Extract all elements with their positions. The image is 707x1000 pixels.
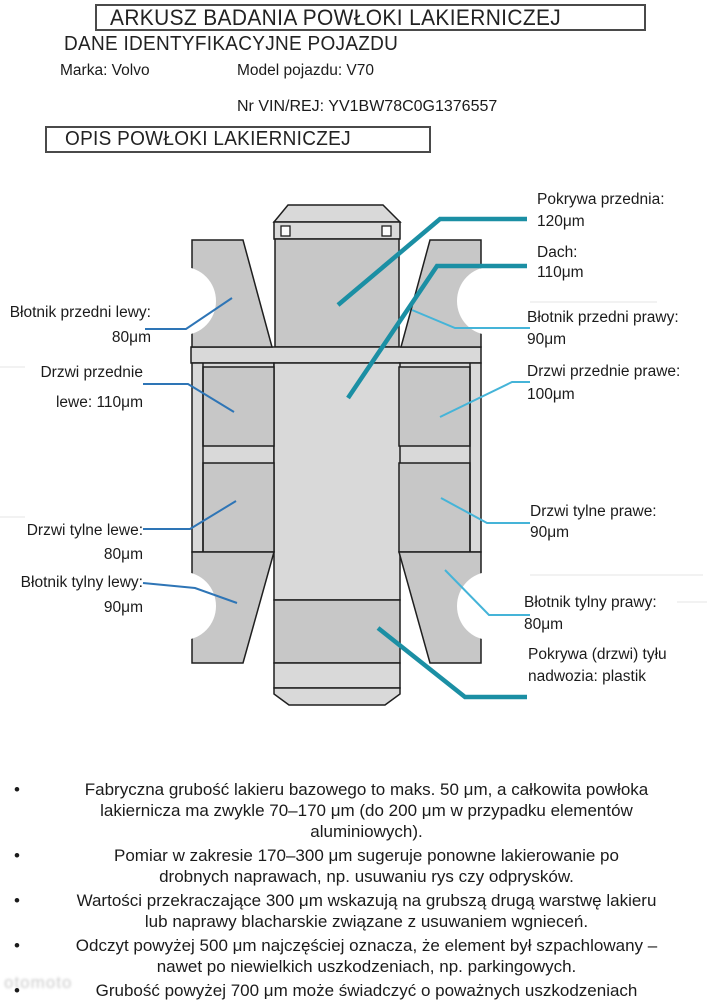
label-front-door-right-name: Drzwi przednie prawe: [527,363,681,380]
label-rear-fender-left: Błotnik tylny lewy: 90μm [21,573,143,617]
rear-strip [273,662,401,689]
callout-line-rear-door-right [440,497,530,524]
front-door-right-panel [398,366,471,447]
label-roof-name: Dach: [537,244,578,261]
callout-line-rear-fender-left [142,582,238,604]
label-front-fender-right: Błotnik przedni prawy: 90μm [527,308,679,349]
label-tailgate-name: Pokrywa (drzwi) tyłu [528,646,667,663]
bullet-icon: • [14,846,20,865]
label-rear-fender-right-value: 80μm [524,616,564,633]
wheel-arch-rear-right [457,572,523,640]
label-rear-door-left: Drzwi tylne lewe: 80μm [27,521,143,564]
callout-line-rear-door-left [143,500,237,530]
windshield-band [190,346,482,364]
label-rear-door-right: Drzwi tylne prawe: 90μm [530,502,657,542]
bullet-icon: • [14,936,20,955]
label-rear-fender-left-name: Błotnik tylny lewy: [20,574,143,591]
label-front-door-left-name: Drzwi przednie [40,364,143,381]
page-title: ARKUSZ BADANIA POWŁOKI LAKIERNICZEJ [110,4,562,30]
note-item: • Grubość powyżej 700 μm może świadczyć … [14,980,707,1000]
label-front-fender-left-name: Błotnik przedni lewy: [9,304,151,321]
vehicle-vin: Nr VIN/REJ: YV1BW78C0G1376557 [237,98,498,115]
wheel-arch-front-left [150,267,216,335]
label-rear-door-right-name: Drzwi tylne prawe: [530,503,657,520]
label-rear-fender-right: Błotnik tylny prawy: 80μm [524,593,657,634]
rear-bumper-panel [273,687,401,706]
note-line: drobnych naprawach, np. usuwaniu rys czy… [159,867,574,886]
label-tailgate: Pokrywa (drzwi) tyłu nadwozia: plastik [528,645,667,686]
rear-door-left-panel [202,462,275,553]
vehicle-make: Marka: Volvo [60,62,150,79]
callout-line-roof [346,263,527,400]
note-line: aluminiowych). [310,822,423,841]
label-rear-fender-right-name: Błotnik tylny prawy: [524,594,657,611]
roof-panel [273,362,401,601]
hood-panel [274,238,400,348]
label-rear-door-right-value: 90μm [530,524,570,541]
label-front-door-right: Drzwi przednie prawe: 100μm [527,362,680,404]
note-line: lub naprawy blacharskie związane z usuwa… [144,912,589,931]
label-tailgate-value: nadwozia: plastik [528,668,647,685]
callout-line-front-door-left [143,383,235,413]
label-front-door-right-value: 100μm [527,386,575,403]
label-hood-value: 120μm [537,213,585,230]
bullet-icon: • [14,891,20,910]
title-box: ARKUSZ BADANIA POWŁOKI LAKIERNICZEJ [95,4,646,31]
wheel-arch-rear-left [150,572,216,640]
vehicle-model: Model pojazdu: V70 [237,62,375,79]
note-line: Wartości przekraczające 300 μm wskazują … [76,891,657,910]
label-front-door-left: Drzwi przednie lewe: 110μm [40,363,143,412]
label-front-fender-right-name: Błotnik przedni prawy: [527,309,679,326]
callout-line-hood [336,216,527,307]
front-door-left-panel [202,366,275,447]
wheel-arch-front-right [457,267,523,335]
note-item: • Odczyt powyżej 500 μm najczęściej ozna… [14,935,707,977]
label-rear-door-left-value: 80μm [103,546,143,563]
note-line: nawet po niewielkich uszkodzeniach, np. … [156,957,577,976]
washer-nozzle-right-icon [381,225,392,237]
vehicle-data-section-title: DANE IDENTYFIKACYJNE POJAZDU [64,33,399,55]
callout-line-front-fender-left [145,297,233,330]
label-roof-value: 110μm [537,264,584,281]
note-line: Fabryczna grubość lakieru bazowego to ma… [84,780,649,799]
label-front-fender-right-value: 90μm [527,331,567,348]
note-line: Grubość powyżej 700 μm może świadczyć o … [95,981,638,1000]
label-rear-fender-left-value: 90μm [103,599,143,616]
callout-line-front-door-right [439,381,530,418]
coating-section-title: OPIS POWŁOKI LAKIERNICZEJ [65,128,351,150]
label-rear-door-left-name: Drzwi tylne lewe: [26,522,143,539]
note-line: Pomiar w zakresie 170–300 μm sugeruje po… [114,846,619,865]
note-item: • Wartości przekraczające 300 μm wskazuj… [14,890,707,932]
cowl-strip [273,221,401,240]
label-hood-name: Pokrywa przednia: [537,191,665,208]
note-line: lakiernicza ma zwykle 70–170 μm (do 200 … [100,801,633,820]
callout-line-rear-fender-right [444,569,530,616]
note-line: Odczyt powyżej 500 μm najczęściej oznacz… [75,936,658,955]
note-item: • Pomiar w zakresie 170–300 μm sugeruje … [14,845,707,887]
bullet-icon: • [14,981,20,1000]
watermark: otomoto [4,973,73,992]
notes-list: • Fabryczna grubość lakieru bazowego to … [0,779,707,1000]
bullet-icon: • [14,780,20,799]
label-front-fender-left: Błotnik przedni lewy: 80μm [10,303,151,347]
label-front-fender-left-value: 80μm [111,329,151,346]
note-item: • Fabryczna grubość lakieru bazowego to … [14,779,707,842]
coating-section-box: OPIS POWŁOKI LAKIERNICZEJ [45,126,431,153]
front-bumper-panel [272,204,402,223]
callout-line-front-fender-right [411,309,530,329]
washer-nozzle-left-icon [280,225,291,237]
label-roof: Dach: 110μm [537,243,584,282]
callout-line-tailgate [376,626,527,700]
label-front-door-left-value: lewe: 110μm [55,394,143,411]
label-hood: Pokrywa przednia: 120μm [537,190,665,231]
